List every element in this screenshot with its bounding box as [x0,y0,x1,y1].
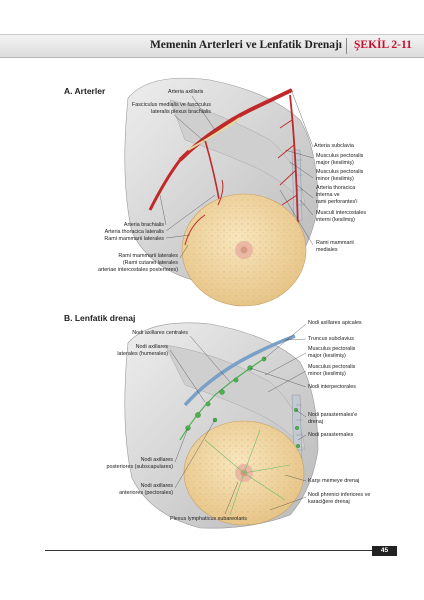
label-mammarii-med-line1: Rami mammarii [316,240,354,246]
pectoralis-muscle-b [164,344,306,451]
label-post-line1: Rami mammarii laterales [118,253,178,259]
label-pect-minor-a-line2: minor (kesilmiş) [316,176,354,182]
figure-number: ŞEKİL 2-11 [354,39,412,51]
label-fasciculus-line2: lateralis plexus brachialis [151,109,211,115]
label-pect-major-a-line2: major (kesilmiş) [316,160,354,166]
label-humerales-line1: Nodi axillares [135,344,168,350]
label-interpectorales: Nodi interpectorales [308,384,356,390]
header-divider [346,38,347,54]
label-pect-major-b-line1: Musculus pectoralis [308,346,356,352]
label-subscap-line2: posteriores (subscapulares) [106,464,173,470]
label-humerales-line2: laterales (humerales) [117,351,168,357]
footer-rule [45,550,372,551]
label-phrenici-line1: Nodi phrenici inferiores ve [308,492,371,498]
label-pect-major-b-line2: major (kesilmiş) [308,353,346,359]
label-anter-line1: Nodi axillares [140,483,173,489]
label-centrales: Nodi axillares centrales [132,330,188,336]
label-mammarii-med-line2: mediales [316,247,338,253]
label-thoracica-line1: Arteria thoracica [316,185,356,191]
label-post-line3: arteriae intercostales posteriores) [98,267,178,273]
label-pect-minor-b-line2: minor (kesilmiş) [308,371,346,377]
label-truncus: Truncus subclavius [308,336,354,342]
section-a-title: A. Arterler [64,86,106,96]
axillary-vessel-b [183,334,296,407]
label-thoracica-lateralis: Arteria thoracica lateralis [104,229,164,235]
label-arteria-subclavia: Arteria subclavia [314,143,354,149]
label-fasciculus-line1: Fasciculus medialis ve fasciculus [131,102,211,108]
label-thoracica-line2: interna ve [316,192,340,198]
label-pect-minor-b-line1: Musculus pectoralis [308,364,356,370]
label-subscap-line1: Nodi axillares [140,457,173,463]
leader-lines-a [159,91,314,259]
label-anter-line2: anteriores (pectorales) [119,490,173,496]
label-parasternales-dr-line2: drenaj [308,419,323,425]
brachial-artery [148,159,182,211]
label-karsi-meme: Karşı memeye drenaj [308,478,360,484]
label-subareolaris: Plexus lymphaticus subareolaris [170,516,248,522]
label-intercostales-line1: Musculi intercostales [316,210,367,216]
label-intercostales-line2: interni (kesilmiş) [316,217,355,223]
section-b-title: B. Lenfatik drenaj [64,313,136,323]
label-thoracica-line3: rami perforantes'i [316,199,358,205]
chapter-title: Memenin Arterleri ve Lenfatik Drenajı [149,39,342,51]
page-number: 45 [372,546,397,556]
label-post-line2: (Rami cutanei laterales [122,260,178,266]
leader-lines-b [169,323,307,515]
page-header: Memenin Arterleri ve Lenfatik Drenajı ŞE… [0,34,424,58]
internal-thoracic [289,94,299,231]
label-parasternales-dr-line1: Nodi parasternales'e [308,412,358,418]
label-phrenici-line2: karaciğere drenaj [308,499,350,505]
label-pect-major-a-line1: Musculus pectoralis [316,153,364,159]
label-pect-minor-a-line1: Musculus pectoralis [316,169,364,175]
label-mammarii-laterales: Rami mammarii laterales [104,236,164,242]
label-parasternales: Nodi parasternales [308,432,354,438]
nipple-a [240,246,248,254]
arteries-illustration [124,77,319,307]
label-apicales: Nodi axillares apicales [308,320,362,326]
label-arteria-brachialis: Arteria brachialis [123,222,164,228]
label-arteria-axillaris: Arteria axillaris [168,89,204,95]
lymphatic-illustration [124,322,319,529]
